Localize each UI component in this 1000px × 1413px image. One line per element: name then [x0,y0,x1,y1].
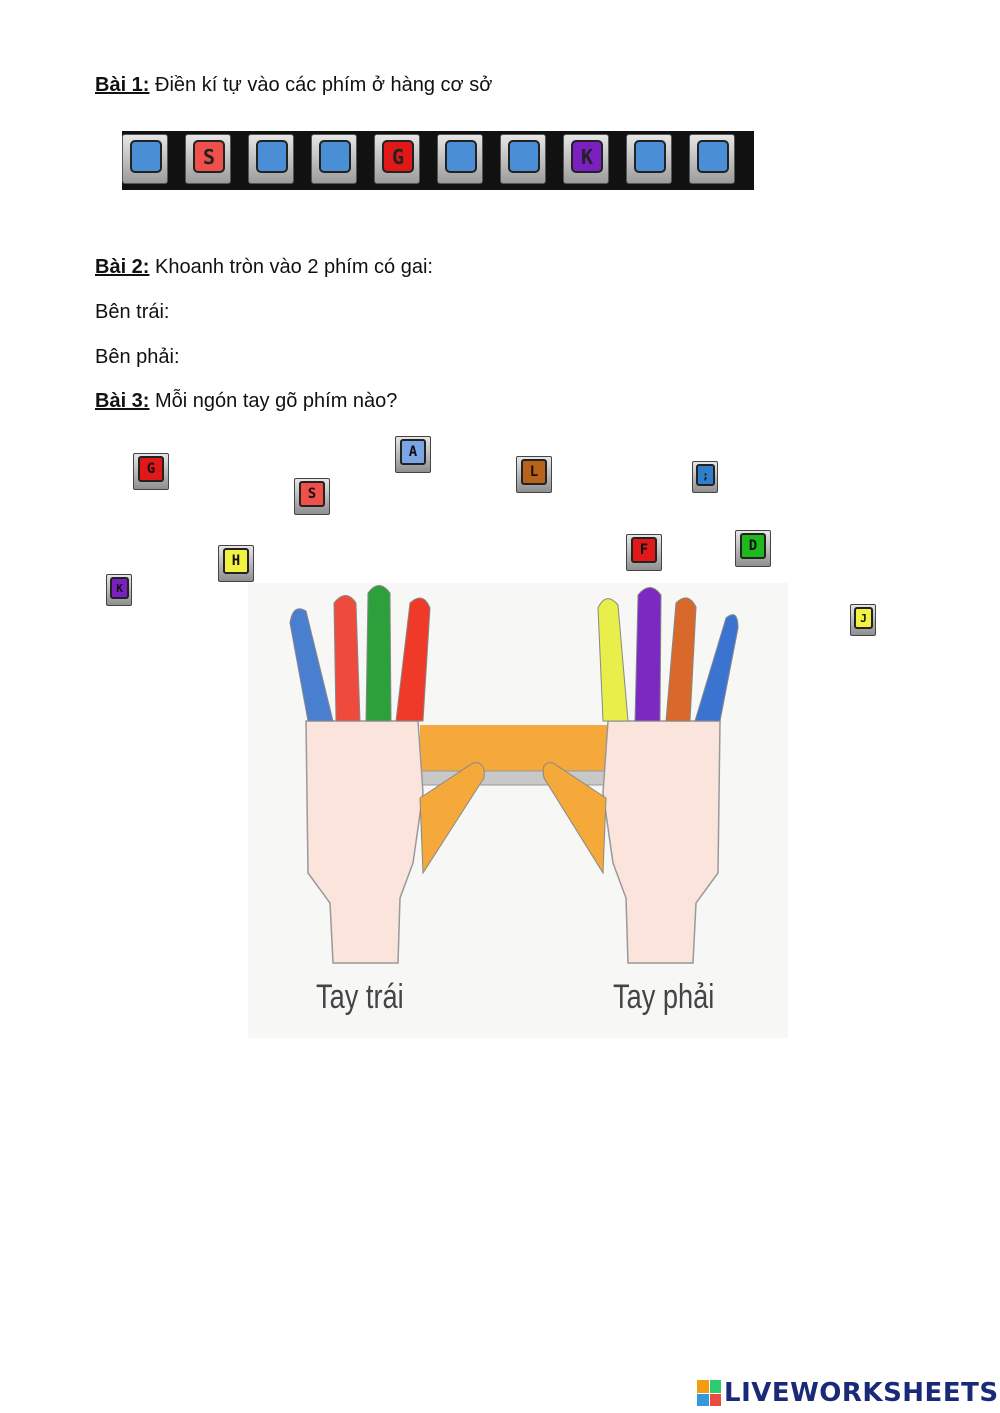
drag-key-s-face[interactable]: S [299,481,325,507]
exercise-3-label: Bài 3: [95,390,150,412]
drag-key-l[interactable]: L [516,456,552,493]
home-key-2-face: S [193,140,225,173]
home-key-3-face[interactable] [256,140,288,173]
drag-key-a[interactable]: A [395,436,431,473]
home-key-8-face: K [571,140,603,173]
home-key-10[interactable] [689,134,735,184]
left-hand-label: Tay trái [316,978,404,1016]
exercise-2-text: Khoanh tròn vào 2 phím có gai: [149,256,433,278]
home-key-2: S [185,134,231,184]
home-key-5-face: G [382,140,414,173]
drag-key-semicolon[interactable]: ; [692,461,718,493]
drag-key-k[interactable]: K [106,574,132,606]
drag-key-semicolon-face[interactable]: ; [696,464,715,486]
home-key-4[interactable] [311,134,357,184]
right-side-label: Bên phải: [95,346,180,368]
right-hand-label: Tay phải [613,978,715,1016]
drag-key-s[interactable]: S [294,478,330,515]
home-key-9[interactable] [626,134,672,184]
exercise-3-prompt: Bài 3: Mỗi ngón tay gõ phím nào? [95,390,397,413]
home-key-10-face[interactable] [697,140,729,173]
drag-key-d-face[interactable]: D [740,533,766,559]
drag-key-g[interactable]: G [133,453,169,490]
brand-name: LIVEWORKSHEETS [724,1378,999,1408]
hands-illustration: Tay trái Tay phải [248,583,788,1038]
drag-key-f-face[interactable]: F [631,537,657,563]
drag-key-k-face[interactable]: K [110,577,129,599]
drag-key-j[interactable]: J [850,604,876,636]
home-row-keyboard: S G K [122,131,754,190]
drag-key-g-face[interactable]: G [138,456,164,482]
home-key-8: K [563,134,609,184]
home-key-4-face[interactable] [319,140,351,173]
home-key-1-face[interactable] [130,140,162,173]
exercise-3-text: Mỗi ngón tay gõ phím nào? [149,390,398,412]
drag-key-d[interactable]: D [735,530,771,567]
liveworksheets-logo: LIVEWORKSHEETS [697,1378,999,1408]
exercise-1-prompt: Bài 1: Điền kí tự vào các phím ở hàng cơ… [95,74,492,97]
left-side-label: Bên trái: [95,301,170,323]
exercise-2-label: Bài 2: [95,256,150,278]
liveworksheets-logo-icon [697,1380,721,1406]
drag-key-a-face[interactable]: A [400,439,426,465]
drag-key-j-face[interactable]: J [854,607,873,629]
home-key-1[interactable] [122,134,168,184]
home-key-7-face[interactable] [508,140,540,173]
home-key-3[interactable] [248,134,294,184]
home-key-7[interactable] [500,134,546,184]
drag-key-f[interactable]: F [626,534,662,571]
exercise-2-prompt: Bài 2: Khoanh tròn vào 2 phím có gai: [95,256,433,279]
home-key-9-face[interactable] [634,140,666,173]
home-key-5: G [374,134,420,184]
exercise-1-text: Điền kí tự vào các phím ở hàng cơ sở [149,74,493,96]
drag-key-l-face[interactable]: L [521,459,547,485]
drag-key-h[interactable]: H [218,545,254,582]
hands-drawing [289,585,739,964]
drag-key-h-face[interactable]: H [223,548,249,574]
exercise-1-label: Bài 1: [95,74,150,96]
home-key-6[interactable] [437,134,483,184]
home-key-6-face[interactable] [445,140,477,173]
